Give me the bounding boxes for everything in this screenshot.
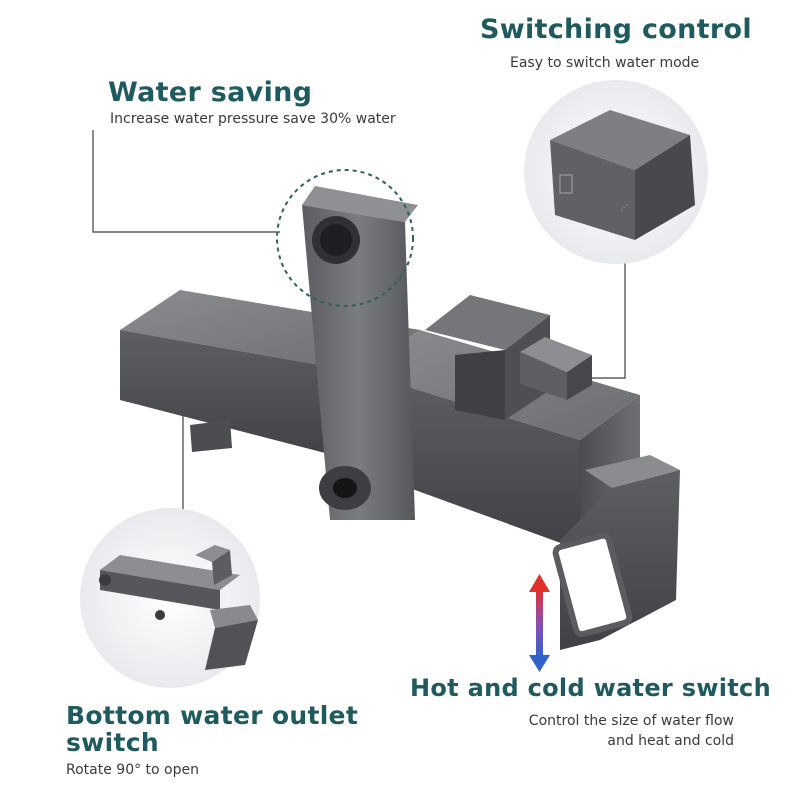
switching-control-subtitle: Easy to switch water mode — [510, 55, 700, 71]
water-saving-leader — [92, 130, 280, 233]
switching-detail-circle: ⋰ — [524, 80, 708, 264]
water-saving-subtitle: Increase water pressure save 30% water — [110, 111, 396, 127]
hot-cold-subtitle-line2: and heat and cold — [607, 733, 734, 749]
water-saving-title: Water saving — [108, 77, 313, 108]
hot-cold-subtitle-line1: Control the size of water flow — [528, 713, 734, 729]
bottom-outlet-title-line1: Bottom water outlet — [66, 701, 359, 730]
bottom-outlet-title-line2: switch — [66, 728, 159, 757]
svg-text:⋰: ⋰ — [620, 203, 628, 212]
hot-cold-arrow-icon — [529, 574, 550, 672]
hot-cold-switch-subtitle: Control the size of water flow and heat … — [498, 711, 734, 751]
bottom-outlet-title: Bottom water outlet switch — [66, 702, 366, 756]
faucet-body — [120, 186, 680, 650]
hot-cold-switch-title: Hot and cold water switch — [410, 674, 771, 702]
bottom-outlet-detail-circle — [80, 508, 260, 688]
bottom-outlet-subtitle: Rotate 90° to open — [66, 762, 199, 778]
switching-control-title: Switching control — [480, 14, 752, 45]
water-saving-detail-ring — [276, 169, 414, 307]
switching-leader — [585, 258, 626, 379]
